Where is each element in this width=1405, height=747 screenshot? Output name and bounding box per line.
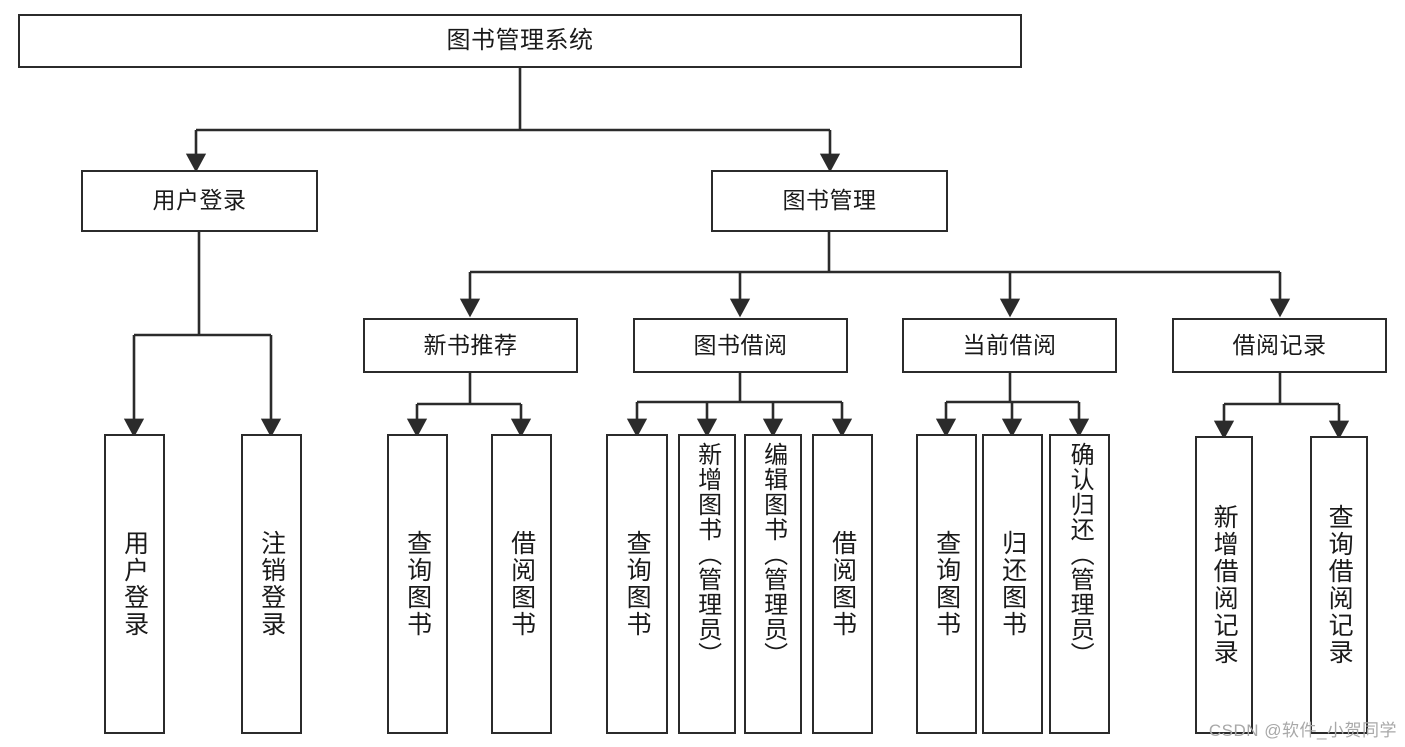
csdn-watermark: CSDN @软件_小贺同学 [1208, 721, 1397, 740]
leaf-user-login[interactable]: 用户登录 [104, 434, 165, 734]
node-label: 确认归还（管理员） [1066, 442, 1094, 667]
node-label: 当前借阅 [962, 331, 1057, 358]
node-label: 查询图书 [623, 530, 652, 638]
node-user-login[interactable]: 用户登录 [81, 170, 318, 232]
node-label: 借阅记录 [1232, 331, 1327, 358]
leaf-add-borrow-record[interactable]: 新增借阅记录 [1195, 436, 1253, 734]
node-label: 归还图书 [998, 530, 1027, 638]
node-label: 借阅图书 [828, 530, 857, 638]
node-book-management[interactable]: 图书管理 [711, 170, 948, 232]
node-book-management-system[interactable]: 图书管理系统 [18, 14, 1022, 68]
node-label: 新增借阅记录 [1210, 504, 1239, 666]
node-label: 图书管理 [782, 187, 877, 214]
leaf-query-borrow-record[interactable]: 查询借阅记录 [1310, 436, 1368, 734]
node-label: 注销登录 [257, 530, 286, 638]
node-borrowing-record[interactable]: 借阅记录 [1172, 318, 1387, 373]
leaf-borrow-book[interactable]: 借阅图书 [812, 434, 873, 734]
node-label: 新增图书（管理员） [693, 442, 721, 667]
node-label: 查询图书 [403, 530, 432, 638]
node-label: 新书推荐 [423, 331, 518, 358]
node-label: 用户登录 [152, 187, 247, 214]
node-label: 用户登录 [120, 530, 149, 638]
leaf-logout-login[interactable]: 注销登录 [241, 434, 302, 734]
node-label: 查询图书 [932, 530, 961, 638]
node-book-borrowing[interactable]: 图书借阅 [633, 318, 848, 373]
node-label: 借阅图书 [507, 530, 536, 638]
node-label: 查询借阅记录 [1325, 504, 1354, 666]
leaf-confirm-return-admin[interactable]: 确认归还（管理员） [1049, 434, 1110, 734]
node-new-book-recommendation[interactable]: 新书推荐 [363, 318, 578, 373]
node-label: 图书借阅 [693, 331, 788, 358]
leaf-query-book-borrow[interactable]: 查询图书 [606, 434, 668, 734]
leaf-add-book-admin[interactable]: 新增图书（管理员） [678, 434, 736, 734]
leaf-return-book[interactable]: 归还图书 [982, 434, 1043, 734]
node-label: 编辑图书（管理员） [759, 442, 787, 667]
leaf-borrow-book-newbook[interactable]: 借阅图书 [491, 434, 552, 734]
leaf-edit-book-admin[interactable]: 编辑图书（管理员） [744, 434, 802, 734]
leaf-query-book-newbook[interactable]: 查询图书 [387, 434, 448, 734]
leaf-query-book-current[interactable]: 查询图书 [916, 434, 977, 734]
node-current-borrowing[interactable]: 当前借阅 [902, 318, 1117, 373]
node-label: 图书管理系统 [446, 26, 594, 54]
